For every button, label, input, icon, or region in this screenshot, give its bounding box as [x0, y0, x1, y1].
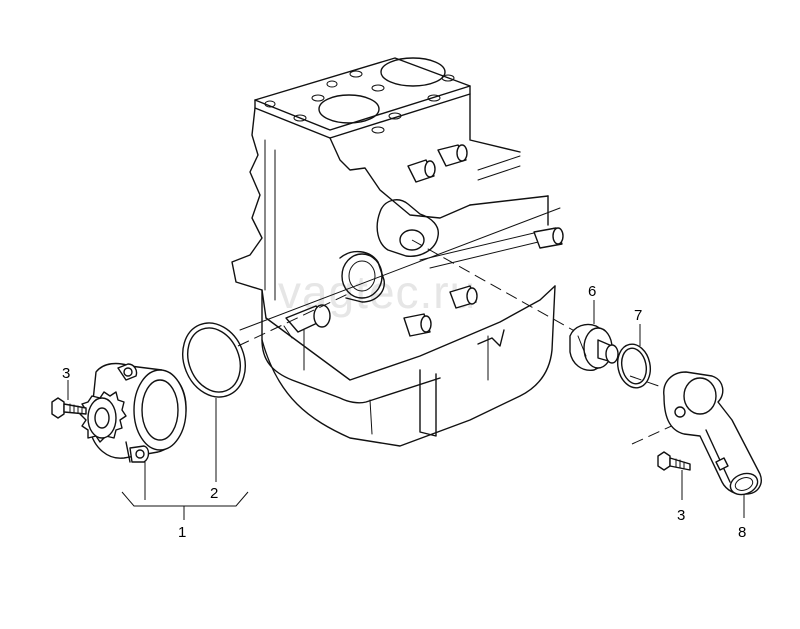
callout-label-8: 8 — [738, 524, 746, 541]
callout-label-3-right: 3 — [677, 507, 685, 524]
thermostat-o-ring — [616, 343, 652, 389]
callout-label-2: 2 — [210, 485, 218, 502]
thermostat — [569, 323, 619, 371]
callout-6: 6 — [588, 283, 596, 324]
pump-o-ring — [182, 322, 246, 398]
water-pump-sprocket — [79, 391, 127, 443]
coolant-flange — [663, 371, 762, 496]
bolt-alignment-dashline — [631, 423, 677, 445]
flange-bolt — [657, 451, 691, 471]
callout-7: 7 — [634, 307, 642, 346]
crank-stub — [283, 304, 331, 339]
callout-label-6: 6 — [588, 283, 596, 300]
block-plug-2 — [407, 159, 436, 183]
callout-label-7: 7 — [634, 307, 642, 324]
callout-3-left: 3 — [62, 365, 70, 400]
callout-8: 8 — [738, 494, 746, 541]
oil-pan — [261, 285, 556, 447]
block-plug-5 — [403, 313, 432, 337]
block-plug-3 — [533, 227, 564, 249]
callout-label-3-left: 3 — [62, 365, 70, 382]
pump-bolt — [51, 397, 87, 419]
engine-block — [231, 57, 564, 447]
callout-3-right: 3 — [677, 470, 685, 524]
thermostat-housing-boss — [376, 199, 439, 257]
block-plug-1 — [437, 144, 468, 167]
callout-2: 2 — [210, 398, 218, 502]
thermostat-alignment-dashline — [411, 239, 581, 335]
block-plug-4 — [449, 285, 478, 309]
callout-label-1: 1 — [178, 524, 186, 541]
pump-alignment-dashline — [237, 293, 349, 347]
water-pump — [79, 362, 187, 463]
callout-1: 1 — [121, 462, 249, 541]
